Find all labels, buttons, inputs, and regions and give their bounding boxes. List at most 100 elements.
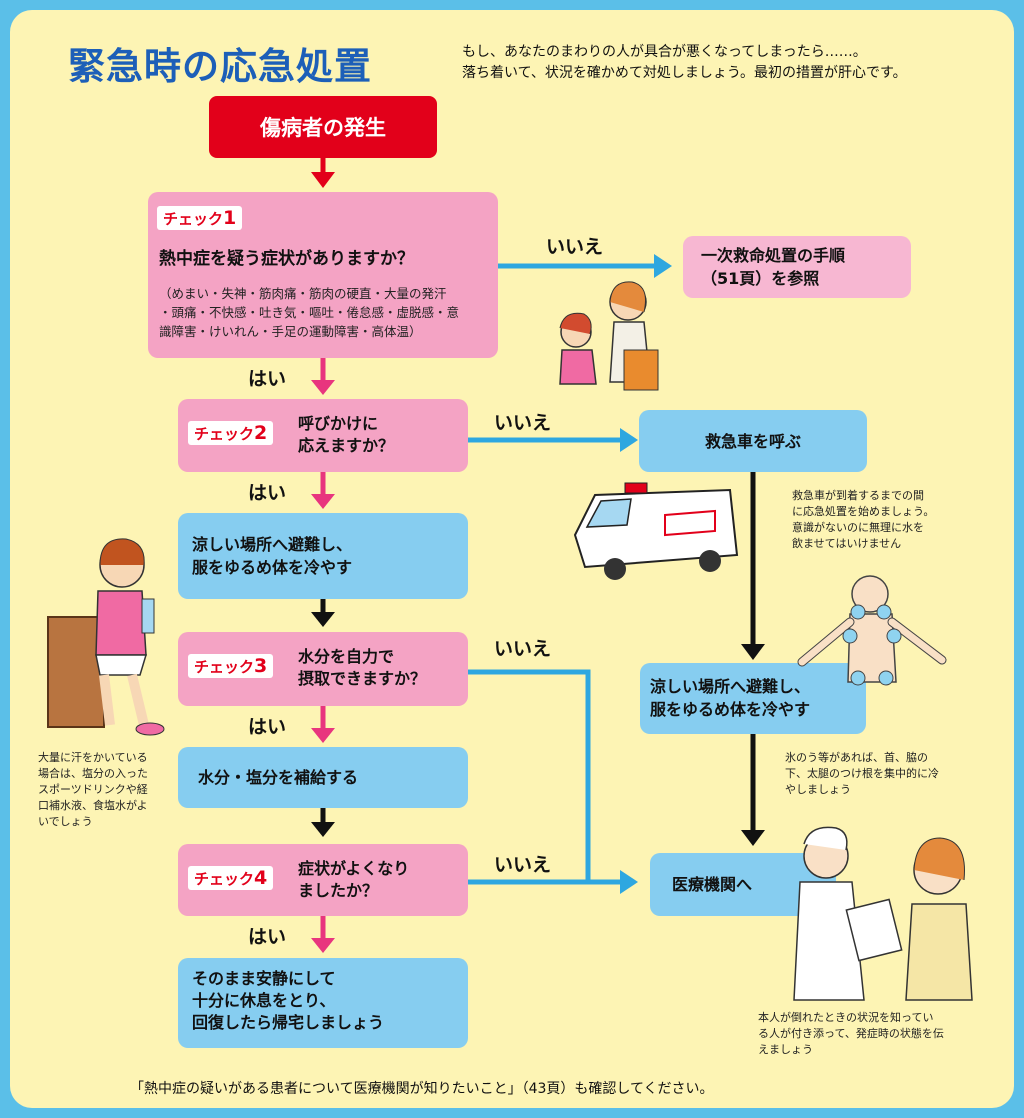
no-arrow-3 xyxy=(468,669,591,882)
note-ice: 氷のう等があれば、首、脇の 下、太腿のつけ根を集中的に冷 やしましょう xyxy=(785,750,939,798)
check4-tag: チェック4 xyxy=(188,866,274,890)
note-line: 大量に汗をかいている xyxy=(38,751,148,764)
arrow-cool-to-check3 xyxy=(311,599,335,627)
yes-label-4: はい xyxy=(248,926,287,948)
note-line: スポーツドリンクや経 xyxy=(38,783,148,796)
yes-arrow-1 xyxy=(311,358,335,395)
check4-box: チェック4 症状がよくなり ましたか？ xyxy=(178,844,468,916)
check1-question: 熱中症を疑う症状がありますか？ xyxy=(159,249,414,269)
arrow-start-to-check1 xyxy=(311,158,335,188)
detail-line: 識障害・けいれん・手足の運動障害・高体温） xyxy=(159,324,422,339)
check1-tag: チェック1 xyxy=(157,206,243,230)
rest-box: そのまま安静にして 十分に休息をとり、 回復したら帰宅しましょう xyxy=(178,958,468,1048)
cool-down-text: 涼しい場所へ避難し、 服をゆるめ体を冷やす xyxy=(650,675,810,721)
detail-line: ・頭痛・不快感・吐き気・嘔吐・倦怠感・虚脱感・意 xyxy=(159,305,460,320)
detail-line: （めまい・失神・筋肉痛・筋肉の硬直・大量の発汗 xyxy=(159,286,447,301)
no-label-3: いいえ xyxy=(494,638,552,660)
check4-tag-label: チェック xyxy=(194,870,255,888)
flow-connectors xyxy=(311,158,765,953)
note-line: 飲ませてはいけません xyxy=(792,537,902,550)
note-line: 救急車が到着するまでの間 xyxy=(792,489,924,502)
check3-question: 水分を自力で 摂取できますか？ xyxy=(298,646,426,690)
question-line: 応えますか？ xyxy=(298,436,395,455)
note-ambulance: 救急車が到着するまでの間 に応急処置を始めましょう。 意識がないのに無理に水を … xyxy=(792,488,934,552)
note-line: 意識がないのに無理に水を xyxy=(792,521,924,534)
note-line: いでしょう xyxy=(38,815,93,828)
arrow-ambulance-to-cool xyxy=(741,472,765,660)
note-accompany: 本人が倒れたときの状況を知ってい る人が付き添って、発症時の状態を伝 えましょう xyxy=(758,1010,944,1058)
arrow-hydrate-to-check4 xyxy=(311,808,335,837)
note-line: えましょう xyxy=(758,1043,813,1056)
yes-arrow-4 xyxy=(311,916,335,953)
check4-question: 症状がよくなり ましたか？ xyxy=(298,858,409,902)
check2-tag: チェック2 xyxy=(188,421,274,445)
flowchart-page: 緊急時の応急処置 もし、あなたのまわりの人が具合が悪くなってしまったら……。 落… xyxy=(10,10,1014,1108)
note-line: 本人が倒れたときの状況を知ってい xyxy=(758,1011,934,1024)
no-arrow-4 xyxy=(468,870,638,894)
call-ambulance-text: 救急車を呼ぶ xyxy=(704,431,801,451)
check3-tag-label: チェック xyxy=(194,658,255,676)
note-line: 口補水液、食塩水がよ xyxy=(38,799,148,812)
check2-tag-label: チェック xyxy=(194,425,255,443)
question-line: 水分を自力で xyxy=(298,647,395,666)
text-line: 一次救命処置の手順 xyxy=(701,246,846,265)
check1-tag-num: 1 xyxy=(223,207,237,229)
intro-line: 落ち着いて、状況を確かめて対処しましょう。最初の措置が肝心です。 xyxy=(462,65,907,81)
question-line: ましたか？ xyxy=(298,881,379,900)
check1-details: （めまい・失神・筋肉痛・筋肉の硬直・大量の発汗 ・頭痛・不快感・吐き気・嘔吐・倦… xyxy=(159,284,459,341)
cool-down-box-left: 涼しい場所へ避難し、 服をゆるめ体を冷やす xyxy=(178,513,468,599)
hydrate-text: 水分・塩分を補給する xyxy=(198,768,359,787)
nurse-illustration xyxy=(793,826,973,1001)
check1-box: チェック1 熱中症を疑う症状がありますか？ （めまい・失神・筋肉痛・筋肉の硬直・… xyxy=(148,192,498,358)
yes-arrow-3 xyxy=(311,706,335,743)
check3-tag: チェック3 xyxy=(188,654,274,678)
ambulance-illustration xyxy=(573,482,739,580)
check3-box: チェック3 水分を自力で 摂取できますか？ xyxy=(178,632,468,706)
cool-down-text: 涼しい場所へ避難し、 服をゆるめ体を冷やす xyxy=(192,533,352,579)
yes-label-1: はい xyxy=(248,368,287,390)
call-ambulance-box: 救急車を呼ぶ xyxy=(639,410,867,472)
text-line: 服をゆるめ体を冷やす xyxy=(650,700,811,719)
text-line: 十分に休息をとり、 xyxy=(192,991,336,1010)
text-line: 涼しい場所へ避難し、 xyxy=(192,535,353,554)
no-arrow-1 xyxy=(498,254,672,278)
arrow-cool-to-hospital xyxy=(741,734,765,846)
first-aid-ref-text: 一次救命処置の手順 （51頁）を参照 xyxy=(701,244,845,290)
page-title: 緊急時の応急処置 xyxy=(68,45,372,88)
yes-label-2: はい xyxy=(248,482,287,504)
note-line: る人が付き添って、発症時の状態を伝 xyxy=(758,1027,944,1040)
check4-tag-num: 4 xyxy=(254,867,268,889)
body-cooling-illustration xyxy=(797,575,947,686)
note-sweat: 大量に汗をかいている 場合は、塩分の入った スポーツドリンクや経 口補水液、食塩… xyxy=(38,750,148,830)
yes-arrow-2 xyxy=(311,472,335,509)
question-line: 症状がよくなり xyxy=(298,859,410,878)
check3-tag-num: 3 xyxy=(254,655,268,677)
first-aid-ref-box: 一次救命処置の手順 （51頁）を参照 xyxy=(683,236,911,298)
footer-note: 「熱中症の疑いがある患者について医療機関が知りたいこと」（43頁）も確認してくだ… xyxy=(130,1081,714,1097)
yes-label-3: はい xyxy=(248,716,287,738)
mother-child-illustration xyxy=(559,281,659,391)
check2-tag-num: 2 xyxy=(254,422,268,444)
intro-text: もし、あなたのまわりの人が具合が悪くなってしまったら……。 落ち着いて、状況を確… xyxy=(462,42,907,84)
no-label-1: いいえ xyxy=(546,236,604,258)
intro-line: もし、あなたのまわりの人が具合が悪くなってしまったら……。 xyxy=(462,44,867,60)
no-arrow-2 xyxy=(468,428,638,452)
text-line: 服をゆるめ体を冷やす xyxy=(192,558,353,577)
text-line: （51頁）を参照 xyxy=(701,269,820,288)
text-line: 回復したら帰宅しましょう xyxy=(192,1013,385,1032)
start-box: 傷病者の発生 xyxy=(209,96,437,158)
note-line: 場合は、塩分の入った xyxy=(38,767,148,780)
text-line: 涼しい場所へ避難し、 xyxy=(650,677,811,696)
question-line: 呼びかけに xyxy=(298,414,379,433)
rest-text: そのまま安静にして 十分に休息をとり、 回復したら帰宅しましょう xyxy=(192,968,384,1034)
check2-question: 呼びかけに 応えますか？ xyxy=(298,413,394,457)
no-label-4: いいえ xyxy=(494,854,552,876)
drinking-girl-illustration xyxy=(47,538,165,736)
hospital-text: 医療機関へ xyxy=(672,875,753,894)
note-line: やしましょう xyxy=(785,783,851,796)
cool-down-box-right: 涼しい場所へ避難し、 服をゆるめ体を冷やす xyxy=(640,663,866,734)
question-line: 摂取できますか？ xyxy=(298,669,427,688)
check1-tag-label: チェック xyxy=(163,210,224,228)
no-label-2: いいえ xyxy=(494,412,552,434)
note-line: に応急処置を始めましょう。 xyxy=(792,505,935,518)
